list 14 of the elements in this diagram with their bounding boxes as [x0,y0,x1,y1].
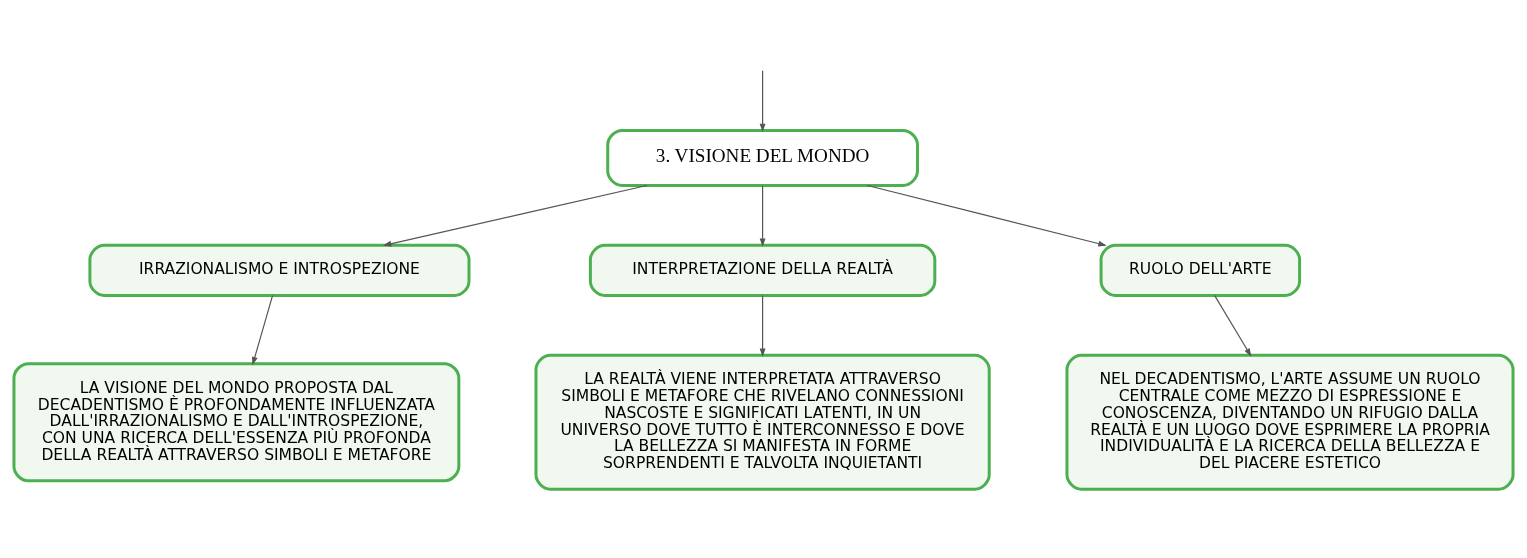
node-box: 3. VISIONE DEL MONDO [606,128,919,187]
arrow [759,69,766,132]
node-box: LA VISIONE DEL MONDO PROPOSTA DAL DECADENTISMO È PROFONDAMENTE INFLUENZATA DALL'IRRAZIONALISMO E DALL'INTROSPEZIONE, CON UNA RICERCA DELL'ESSENZA PIÙ PROFONDA DELLA REALTÀ ATTRAVERSO SIMBOLI E METAFORE [12,361,461,482]
node-box: LA REALTÀ VIENE INTERPRETATA ATTRAVERSO SIMBOLI E METAFORE CHE RIVELANO CONNESSIONI NASCOSTE E SIGNIFICATI LATENTI, IN UN UNIVERSO DOVE TUTTO È INTERCONNESSO E DOVE LA BELLEZZA SI MANIFESTA IN FORME SORPRENDENTI E TALVOLTA INQUIETANTI [534,353,991,491]
arrow [866,184,1107,246]
arrow [759,184,766,247]
arrow [759,294,766,357]
arrow [382,184,648,247]
node-box: IRRAZIONALISMO E INTROSPEZIONE [88,243,471,297]
node-box: NEL DECADENTISMO, L'ARTE ASSUME UN RUOLO CENTRALE COME MEZZO DI ESPRESSIONE E CONOSCENZA, DIVENTANDO UN RIFUGIO DALLA REALTÀ E UN LUOGO DOVE ESPRIMERE LA PROPRIA INDIVIDUALITÀ E LA RICERCA DELLA BELLEZZA E DEL PIACERE ESTETICO [1065,353,1515,491]
arrow [1214,294,1252,357]
node-box: INTERPRETAZIONE DELLA REALTÀ [588,243,937,297]
arrow [251,294,274,365]
node-box: RUOLO DELL'ARTE [1099,243,1302,297]
